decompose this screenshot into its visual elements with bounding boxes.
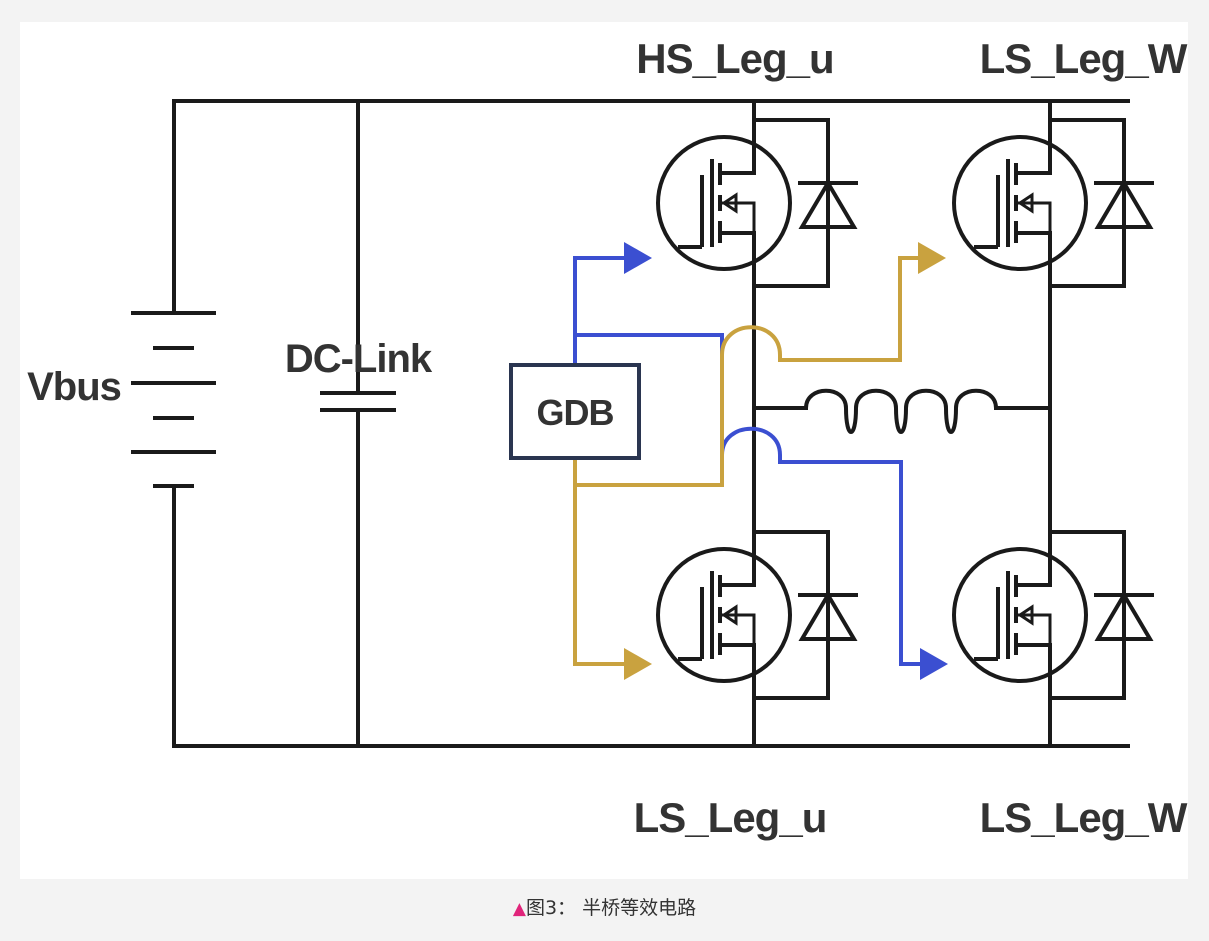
figure-caption: ▲图3： 半桥等效电路 [0,893,1209,920]
ls-leg-u-mosfet [656,528,860,702]
hs-leg-u-mosfet [656,116,860,290]
vbus-battery [131,99,216,748]
ls-leg-w-top-label: LS_Leg_W [980,35,1188,82]
caption-text: 图3： 半桥等效电路 [525,897,697,919]
vbus-label: Vbus [27,365,121,409]
dc-link-capacitor [320,99,396,748]
inductor [752,388,1052,434]
caption-triangle-icon: ▲ [512,899,526,919]
ls-leg-w-bottom-label: LS_Leg_W [980,794,1188,841]
ls-leg-u-label: LS_Leg_u [634,794,827,841]
hs-leg-u-label: HS_Leg_u [636,35,833,82]
blue-gate-wires [573,242,948,680]
gdb-label: GDB [537,392,614,433]
dc-link-label: DC-Link [285,337,433,381]
gold-gate-wires [573,242,946,680]
ls-leg-w-top-mosfet [952,116,1156,290]
gdb-box [509,363,641,460]
ls-leg-w-bottom-mosfet [952,528,1156,702]
